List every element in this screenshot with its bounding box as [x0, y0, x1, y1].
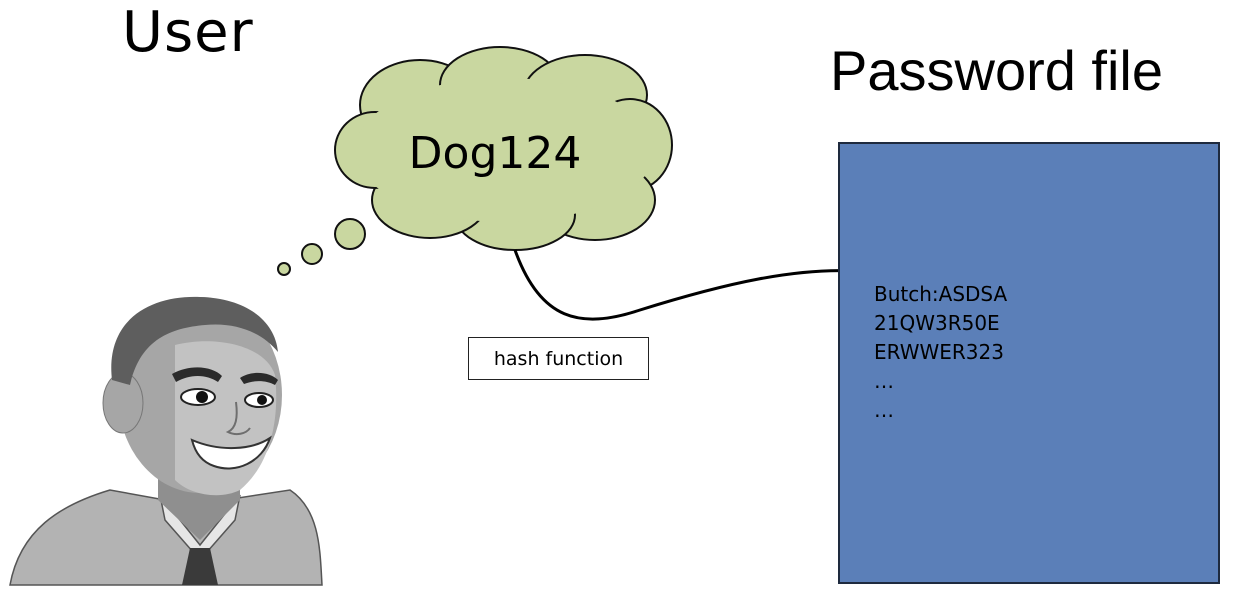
thought-bubble-dots [277, 218, 366, 276]
password-file-title: Password file [830, 39, 1164, 102]
password-line: … [874, 398, 894, 422]
password-line: … [874, 369, 894, 393]
hash-arrow [513, 249, 870, 321]
user-title: User [122, 0, 254, 65]
password-line: ERWWER323 [874, 340, 1004, 364]
password-line: Butch:ASDSA [874, 282, 1008, 306]
thought-cloud-icon [334, 46, 673, 251]
user-avatar-icon [9, 296, 323, 586]
thought-text: Dog124 [409, 128, 582, 179]
password-file-lines: Butch:ASDSA 21QW3R50E ERWWER323 … … [874, 280, 1007, 425]
hash-function-label: hash function [468, 337, 649, 380]
password-line: 21QW3R50E [874, 311, 1000, 335]
password-file-box: Butch:ASDSA 21QW3R50E ERWWER323 … … [838, 142, 1220, 584]
